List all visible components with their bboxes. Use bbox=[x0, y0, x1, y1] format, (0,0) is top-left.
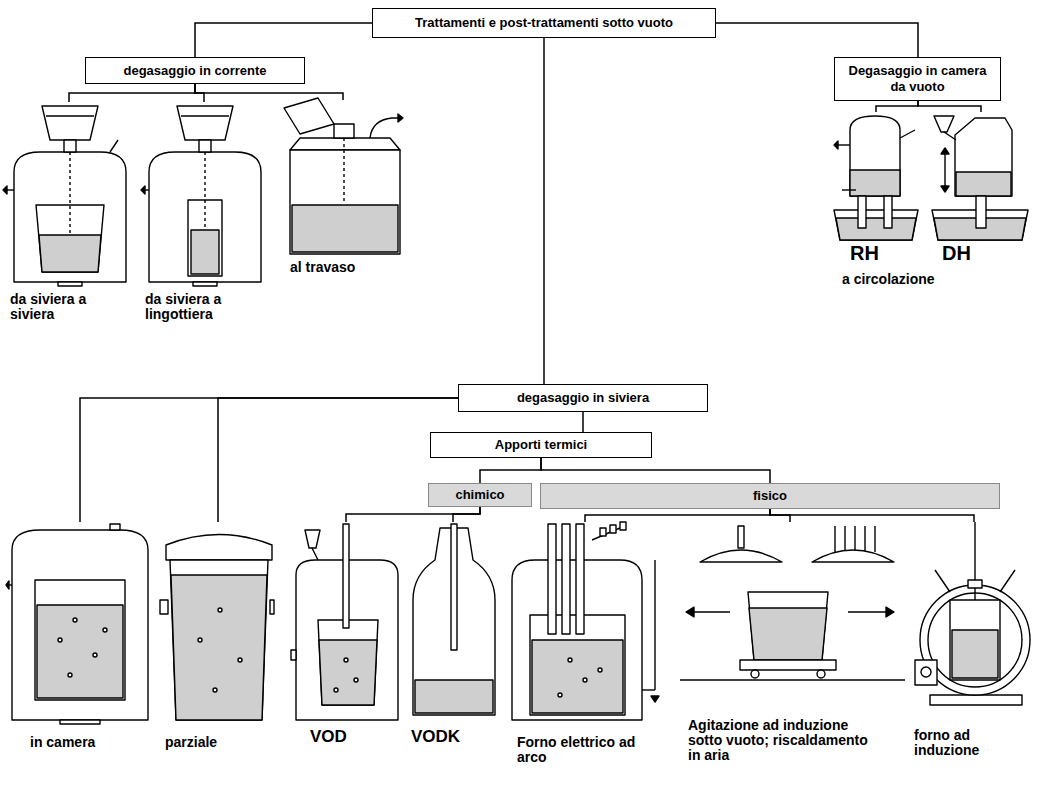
note-label: a circolazione bbox=[842, 271, 935, 287]
process-figure: Forno elettrico ad arco bbox=[505, 522, 665, 772]
figure-caption: RH bbox=[850, 242, 910, 264]
process-figure: VOD bbox=[290, 522, 402, 752]
category-box: degasaggio in siviera bbox=[458, 384, 708, 412]
tree-connector bbox=[218, 398, 458, 522]
figure-caption: Forno elettrico ad arco bbox=[517, 735, 639, 765]
tree-connector bbox=[80, 398, 458, 522]
figure-caption: da siviera a lingottiera bbox=[145, 292, 245, 322]
category-box: Degasaggio in camera da vuoto bbox=[834, 57, 1001, 101]
box-label: degasaggio in siviera bbox=[517, 390, 649, 406]
tree-connector bbox=[543, 38, 545, 384]
process-figure: DH bbox=[928, 112, 1033, 268]
tree-connector bbox=[770, 509, 974, 522]
tree-connector bbox=[876, 101, 918, 112]
tree-connector bbox=[195, 84, 343, 100]
tree-connector bbox=[453, 507, 480, 522]
box-label: Degasaggio in camera da vuoto bbox=[841, 63, 994, 94]
box-label: Trattamenti e post-trattamenti sotto vuo… bbox=[415, 15, 673, 31]
figure-caption: DH bbox=[942, 242, 1002, 264]
process-figure: RH bbox=[830, 112, 922, 268]
process-figure: forno ad induzione bbox=[912, 522, 1035, 772]
process-figure: in camera bbox=[5, 522, 155, 757]
tree-connector bbox=[480, 458, 541, 483]
tree-connector bbox=[918, 101, 981, 112]
process-figure: parziale bbox=[160, 522, 275, 757]
tree-connector bbox=[346, 507, 480, 522]
heat-type-band: fisico bbox=[540, 483, 1000, 509]
figure-caption: forno ad induzione bbox=[914, 728, 1000, 758]
box-label: fisico bbox=[753, 488, 787, 504]
tree-connector bbox=[585, 509, 770, 522]
figure-caption: parziale bbox=[165, 735, 265, 750]
figure-caption: da siviera a siviera bbox=[10, 292, 92, 322]
tree-connector bbox=[69, 84, 195, 102]
figure-caption: al travaso bbox=[290, 260, 395, 275]
tree-connector bbox=[195, 23, 372, 57]
figure-caption: in camera bbox=[30, 735, 140, 750]
category-box: degasaggio in corrente bbox=[85, 57, 305, 84]
title-box: Trattamenti e post-trattamenti sotto vuo… bbox=[372, 8, 716, 38]
heat-type-band: chimico bbox=[428, 483, 532, 507]
process-figure: VODK bbox=[407, 522, 499, 752]
tree-connector bbox=[716, 23, 918, 57]
figure-caption: Agitazione ad induzione sotto vuoto; ris… bbox=[688, 718, 878, 763]
process-figure: da siviera a lingottiera bbox=[140, 102, 268, 330]
figure-caption: VODK bbox=[411, 727, 495, 747]
box-label: degasaggio in corrente bbox=[123, 63, 266, 79]
tree-connector bbox=[582, 412, 584, 432]
process-figure: Agitazione ad induzione sotto vuoto; ris… bbox=[672, 522, 907, 780]
process-figure: da siviera a siviera bbox=[5, 102, 133, 330]
category-box: Apporti termici bbox=[430, 432, 652, 458]
tree-connector bbox=[541, 458, 770, 483]
box-label: Apporti termici bbox=[495, 437, 587, 453]
process-figure: al travaso bbox=[280, 100, 405, 282]
figure-caption: VOD bbox=[310, 727, 390, 747]
box-label: chimico bbox=[455, 487, 504, 503]
